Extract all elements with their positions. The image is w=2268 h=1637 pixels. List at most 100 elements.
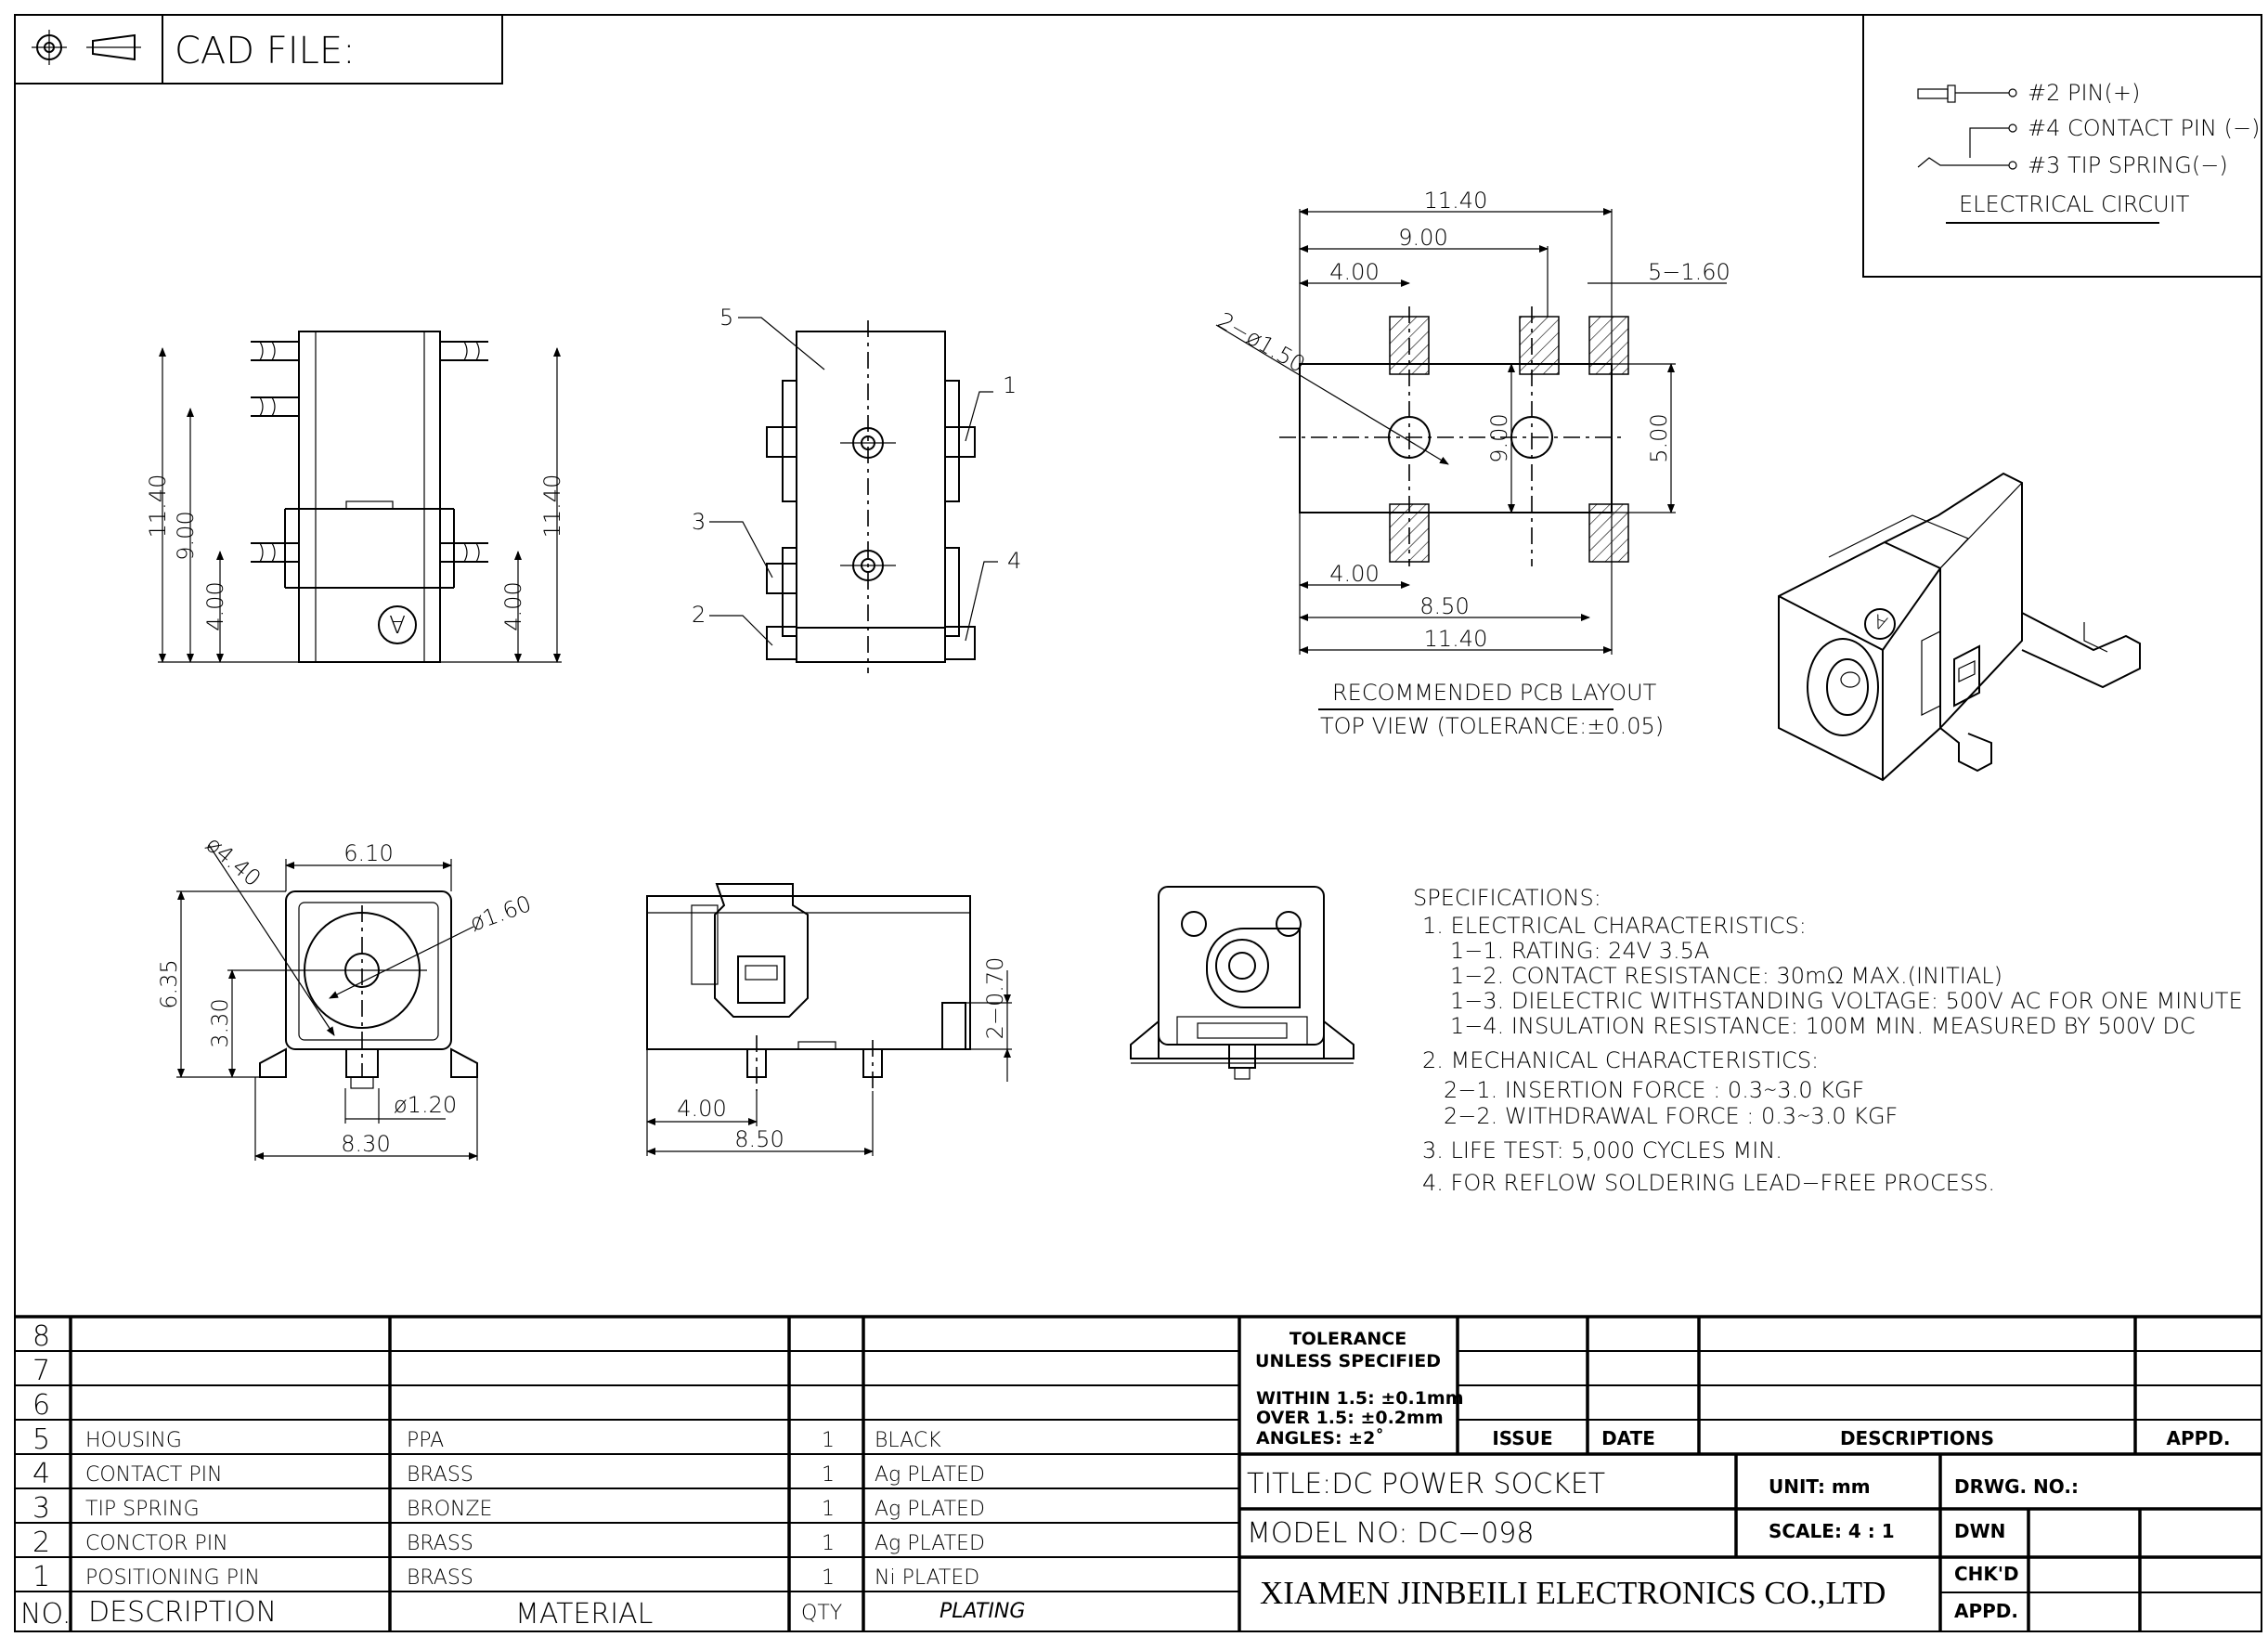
spec-line-3: 1−2. CONTACT RESISTANCE: 30mΩ MAX.(INITI… <box>1450 963 2002 989</box>
electrical-circuit: #2 PIN(+) #4 CONTACT PIN (−) #3 TIP SPRI… <box>1862 15 2262 278</box>
header-block: CAD FILE: <box>14 14 503 84</box>
bom-row-plating: Ag PLATED <box>875 1463 985 1487</box>
circuit-pin-3: #3 TIP SPRING(−) <box>2028 152 2228 178</box>
chkd-label: CHK'D <box>1954 1563 2019 1585</box>
bom-row-qty: 1 <box>822 1498 835 1521</box>
bom-row-no: 2 <box>32 1527 50 1559</box>
drwg-no-label: DRWG. NO.: <box>1954 1475 2079 1498</box>
bom-row-desc: CONCTOR PIN <box>85 1532 228 1555</box>
bom-row-desc: TIP SPRING <box>85 1498 200 1521</box>
bom-row-no: 7 <box>32 1355 50 1387</box>
bom-row-desc: CONTACT PIN <box>85 1463 223 1487</box>
bom-header-desc: DESCRIPTION <box>88 1596 277 1629</box>
bom-row-qty: 1 <box>822 1566 835 1590</box>
side-dim-2: 9.00 <box>173 511 199 560</box>
front-dim-dia12: ø1.20 <box>394 1092 457 1118</box>
tolerance-title-2: UNLESS SPECIFIED <box>1255 1351 1441 1371</box>
pcb-dim-top-2: 9.00 <box>1398 225 1447 251</box>
tolerance-line-3: ANGLES: ±2˚ <box>1256 1427 1384 1449</box>
pcb-dim-side-2: 5.00 <box>1646 413 1672 462</box>
title-block: TOLERANCE UNLESS SPECIFIED WITHIN 1.5: ±… <box>1239 1317 2262 1631</box>
bom-row-material: BRASS <box>407 1566 473 1590</box>
bom-row-material: BRASS <box>407 1532 473 1555</box>
appd2-label: APPD. <box>1954 1600 2018 1622</box>
spec-line-4: 1−3. DIELECTRIC WITHSTANDING VOLTAGE: 50… <box>1450 988 2243 1014</box>
drawing-title: TITLE:DC POWER SOCKET <box>1247 1468 1605 1501</box>
specifications: SPECIFICATIONS: 1. ELECTRICAL CHARACTERI… <box>1413 885 2243 1196</box>
bom-header-plating: PLATING <box>940 1600 1025 1623</box>
spec-line-8: 2−2. WITHDRAWAL FORCE : 0.3∼3.0 KGF <box>1444 1103 1898 1129</box>
bom-row-plating: BLACK <box>875 1429 941 1452</box>
bom-row-desc: HOUSING <box>85 1429 182 1452</box>
pcb-caption-1: RECOMMENDED PCB LAYOUT <box>1332 680 1657 706</box>
side-dim-5: 4.00 <box>500 581 526 630</box>
bom-header-material: MATERIAL <box>515 1598 653 1631</box>
dwn-label: DWN <box>1954 1520 2005 1542</box>
bom-row-material: BRONZE <box>407 1498 492 1521</box>
date-label: DATE <box>1601 1427 1655 1449</box>
bom-row-desc: POSITIONING PIN <box>85 1566 260 1590</box>
spec-title: SPECIFICATIONS: <box>1413 885 1601 911</box>
bom-row-no: 3 <box>32 1492 50 1525</box>
bom-row-material: PPA <box>407 1429 444 1452</box>
bom-row-qty: 1 <box>822 1463 835 1487</box>
bom-row-no: 1 <box>32 1561 50 1593</box>
spec-line-6: 2. MECHANICAL CHARACTERISTICS: <box>1422 1047 1819 1073</box>
bom-row-qty: 1 <box>822 1429 835 1452</box>
front-dim-830: 8.30 <box>341 1131 390 1157</box>
bom-row-no: 8 <box>32 1320 50 1353</box>
side2-dim-400: 4.00 <box>677 1096 726 1122</box>
pcb-dim-bottom-3: 11.40 <box>1424 626 1488 652</box>
front-dim-635: 6.35 <box>156 959 182 1008</box>
company-name: XIAMEN JINBEILI ELECTRONICS CO.,LTD <box>1260 1575 1886 1611</box>
side-dim-1: 11.40 <box>145 474 171 539</box>
pcb-dim-top-4: 5−1.60 <box>1648 259 1730 285</box>
callout-5: 5 <box>719 305 733 331</box>
tolerance-title-1: TOLERANCE <box>1290 1329 1406 1349</box>
bom-row-qty: 1 <box>822 1532 835 1555</box>
side2-dim-070: 2−0.70 <box>982 957 1008 1040</box>
iso-marker: A <box>1871 609 1890 634</box>
pcb-layout: 11.40 9.00 4.00 5−1.60 4.00 8.50 11.40 9… <box>1213 188 1730 739</box>
tolerance-line-2: OVER 1.5: ±0.2mm <box>1256 1408 1444 1428</box>
front-dim-dia16: ø1.60 <box>466 890 535 937</box>
pcb-dim-bottom-2: 8.50 <box>1419 593 1469 619</box>
bom-row-no: 5 <box>32 1423 50 1456</box>
projection-symbol-icon <box>32 30 141 65</box>
spec-line-10: 4. FOR REFLOW SOLDERING LEAD−FREE PROCES… <box>1422 1170 1995 1196</box>
side-dim-3: 4.00 <box>202 581 228 630</box>
issue-label: ISSUE <box>1492 1427 1552 1449</box>
front-view: ø4.40 6.10 ø1.60 6.35 3.30 ø1.20 8.30 <box>156 831 535 1161</box>
circuit-caption: ELECTRICAL CIRCUIT <box>1959 191 2190 217</box>
pcb-dim-top-3: 4.00 <box>1329 259 1379 285</box>
bom-header-no: NO. <box>20 1598 71 1631</box>
model-no: MODEL NO: DC−098 <box>1247 1517 1534 1550</box>
circuit-pin-4: #4 CONTACT PIN (−) <box>2028 115 2260 141</box>
side-view-2: 2−0.70 4.00 8.50 <box>646 883 1012 1156</box>
marker-a-icon <box>378 605 417 644</box>
pcb-dim-top-1: 11.40 <box>1424 188 1488 214</box>
bom-row-material: BRASS <box>407 1463 473 1487</box>
circuit-pin-2: #2 PIN(+) <box>2028 80 2140 106</box>
pcb-caption-2: TOP VIEW (TOLERANCE:±0.05) <box>1320 713 1664 739</box>
front-side-view: 5 1 3 4 2 <box>692 305 1021 673</box>
descriptions-label: DESCRIPTIONS <box>1840 1427 1994 1449</box>
spec-line-2: 1−1. RATING: 24V 3.5A <box>1450 938 1709 964</box>
bom-row-no: 4 <box>32 1458 50 1490</box>
callout-2: 2 <box>692 602 706 628</box>
bom-row-no: 6 <box>32 1389 50 1422</box>
spec-line-7: 2−1. INSERTION FORCE : 0.3∼3.0 KGF <box>1444 1077 1864 1103</box>
bom-row-plating: Ni PLATED <box>875 1566 979 1590</box>
side-dim-4: 11.40 <box>539 474 565 539</box>
cad-file-label: CAD FILE: <box>175 30 356 72</box>
appd-label: APPD. <box>2167 1427 2231 1449</box>
pcb-dim-side-1: 9.00 <box>1486 413 1512 462</box>
bom-row-plating: Ag PLATED <box>875 1532 985 1555</box>
side2-dim-850: 8.50 <box>734 1126 784 1152</box>
pcb-hole-dim: 2−ø1.50 <box>1213 307 1310 378</box>
pcb-dim-bottom-1: 4.00 <box>1329 561 1379 587</box>
unit-label: UNIT: mm <box>1769 1475 1871 1498</box>
spec-line-1: 1. ELECTRICAL CHARACTERISTICS: <box>1422 913 1807 939</box>
bom-row-plating: Ag PLATED <box>875 1498 985 1521</box>
